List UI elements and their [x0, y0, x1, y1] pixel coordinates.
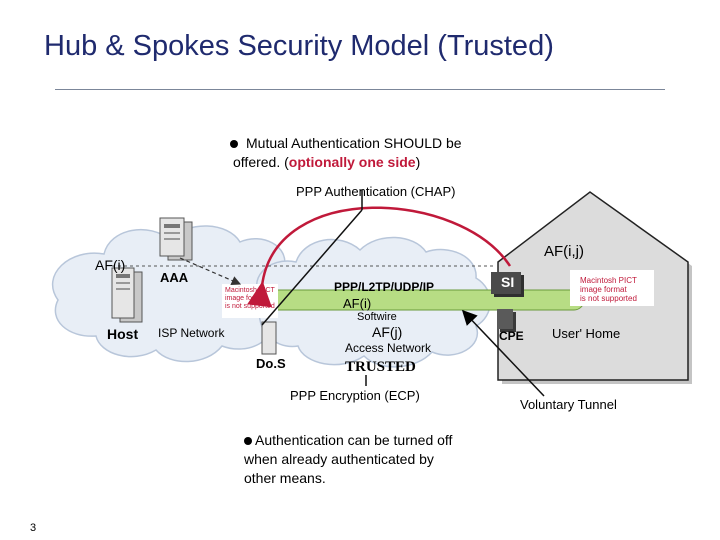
host-label: Host — [107, 326, 139, 342]
aaa-label: AAA — [160, 270, 189, 285]
title-divider — [55, 89, 665, 90]
af-i-tunnel-label: AF(i) — [343, 296, 372, 311]
af-j-label: AF(j) — [372, 324, 403, 340]
trusted-label: TRUSTED — [345, 359, 416, 375]
aaa-dashed-arrow — [179, 257, 242, 286]
softwire-label: Softwire — [357, 311, 397, 323]
dos-label: Do.S — [256, 356, 286, 371]
dos-device-icon — [261, 321, 277, 355]
si-label: SI — [501, 274, 515, 290]
authentication-arc — [247, 206, 512, 308]
page-title: Hub & Spokes Security Model (Trusted) — [44, 30, 554, 62]
cpe-device — [497, 309, 516, 332]
bullet2-line2: when already authenticated by — [244, 451, 434, 467]
voluntary-tunnel-label: Voluntary Tunnel — [520, 397, 617, 412]
bullet2-line3: other means. — [244, 470, 326, 486]
tunnel-protocol-label: PPP/L2TP/UDP/IP — [334, 280, 435, 294]
bullet1-line1: Mutual Authentication SHOULD be — [246, 135, 462, 151]
access-network-label: Access Network — [345, 341, 432, 355]
bullet-dot — [244, 437, 252, 445]
isp-network-label: ISP Network — [158, 326, 225, 340]
dos-arrow-line — [261, 209, 363, 326]
ppp-authentication-label: PPP Authentication (CHAP) — [296, 184, 456, 199]
bullet1-line2: offered. (optionally one side) — [233, 154, 421, 170]
bullet2-line1: Authentication can be turned off — [255, 432, 453, 448]
ppp-encryption-label: PPP Encryption (ECP) — [290, 388, 420, 403]
host-computer-icon — [111, 267, 143, 323]
voluntary-tunnel-arrow — [461, 309, 545, 397]
af-ij-label: AF(i,j) — [544, 243, 584, 260]
af-i-left-label: AF(i) — [95, 257, 126, 273]
si-device — [491, 272, 524, 297]
optional-emphasis: optionally one side — [288, 154, 416, 170]
page-number: 3 — [30, 522, 37, 534]
server-icon — [159, 217, 193, 261]
user-home-label: User' Home — [552, 326, 621, 341]
pict-placeholder-right — [570, 270, 654, 306]
cpe-label: CPE — [499, 329, 524, 343]
bullet-dot — [230, 140, 238, 148]
